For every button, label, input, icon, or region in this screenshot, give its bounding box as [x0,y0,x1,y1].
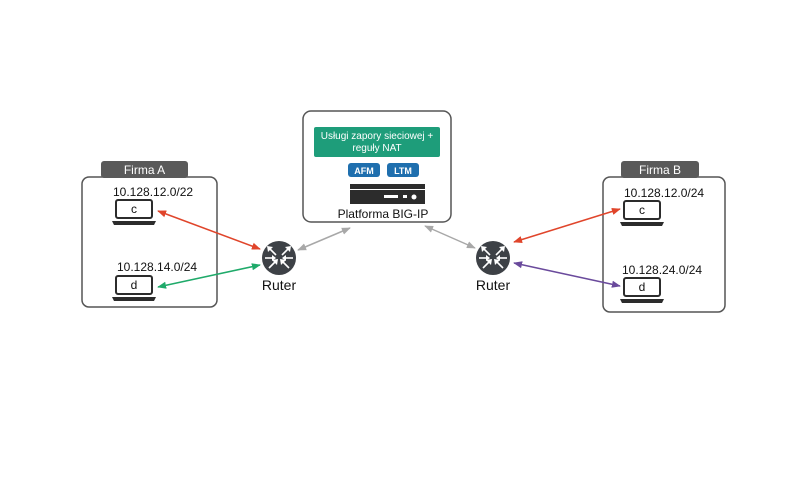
link-firma-a-d-router [157,263,261,289]
link-router-firma-b-c [513,207,621,244]
services-line-2: reguły NAT [352,143,401,154]
firma-b-subnet-d: 10.128.24.0/24 [622,263,702,277]
router-left-icon [261,240,297,276]
firma-a-header [101,161,188,178]
server-appliance-icon [350,184,425,204]
services-line-1: Usługi zapory sieciowej + [321,131,434,142]
ltm-label: LTM [394,166,412,176]
firma-b-host-c: c [639,203,645,217]
firma-b-group: Firma B 10.128.12.0/24 c 10.128.24.0/24 … [602,161,726,313]
bigip-group: Usługi zapory sieciowej + reguły NAT AFM… [302,110,452,223]
firma-b-title: Firma B [639,163,681,177]
router-right-label: Ruter [476,277,511,293]
firma-a-group: Firma A 10.128.12.0/22 c 10.128.14.0/24 … [81,161,218,308]
link-firma-a-c-router [157,210,261,250]
ltm-badge [387,163,419,177]
firma-a-host-c: c [131,202,137,216]
afm-label: AFM [354,166,374,176]
router-right-icon [475,240,511,276]
firma-a-subnet-d: 10.128.14.0/24 [117,260,197,274]
services-banner [314,127,440,157]
firma-b-subnet-c: 10.128.12.0/24 [624,186,704,200]
router-left-label: Ruter [262,277,297,293]
link-router-left-bigip [297,227,351,251]
firma-a-subnet-c: 10.128.12.0/22 [113,185,193,199]
firma-b-host-d: d [639,280,646,294]
link-bigip-router-right [424,225,476,249]
firma-a-host-d: d [131,278,138,292]
firma-b-header [621,161,699,178]
link-router-firma-b-d [513,261,621,288]
firma-a-title: Firma A [124,163,165,177]
afm-badge [348,163,380,177]
platform-label: Platforma BIG-IP [338,207,429,221]
